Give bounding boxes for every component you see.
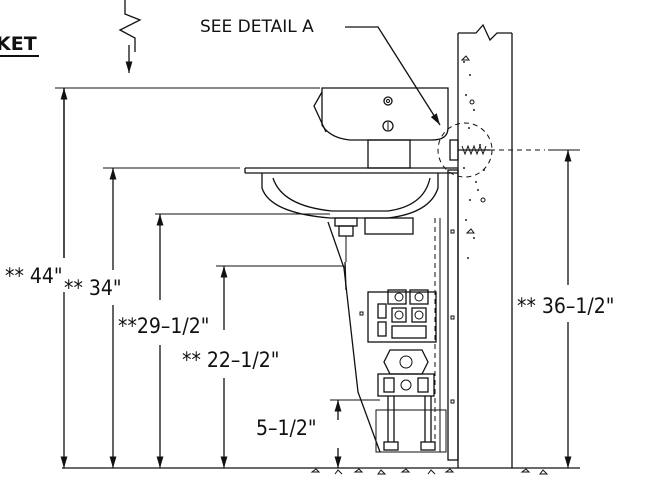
dim-29-5: **29–1/2" [118,213,330,468]
floor-hatch [310,468,549,475]
push-button-icon [382,120,394,132]
cooler-housing [313,87,449,169]
dim-22-5: ** 22–1/2" [182,265,345,468]
dim-5-5: 5–1/2" [256,399,380,468]
dim-5-5-label: 5–1/2" [256,416,317,440]
basin [244,167,458,262]
valve-assembly [367,289,447,453]
dim-44-label: ** 44" [5,264,63,288]
title-text: KET [0,33,37,55]
dim-34: ** 34" [64,167,240,468]
callout-label: SEE DETAIL A [200,17,314,37]
dim-44: ** 44" [5,87,320,468]
pedestal [327,169,459,461]
detail-callout: SEE DETAIL A [200,17,441,126]
dim-36-5-label: ** 36–1/2" [517,294,614,318]
break-arrow-symbol [118,0,142,73]
dim-34-label: ** 34" [64,276,122,300]
detail-a-circle [437,122,545,178]
floor [62,467,580,475]
dim-36-5: ** 36–1/2" [517,149,614,468]
bubbler-icon [383,96,393,106]
wall-speckle [460,55,486,259]
dim-29-5-label: **29–1/2" [118,314,209,338]
wall [457,23,513,468]
title-fragment: KET [0,33,39,57]
dim-22-5-label: ** 22–1/2" [182,348,279,372]
